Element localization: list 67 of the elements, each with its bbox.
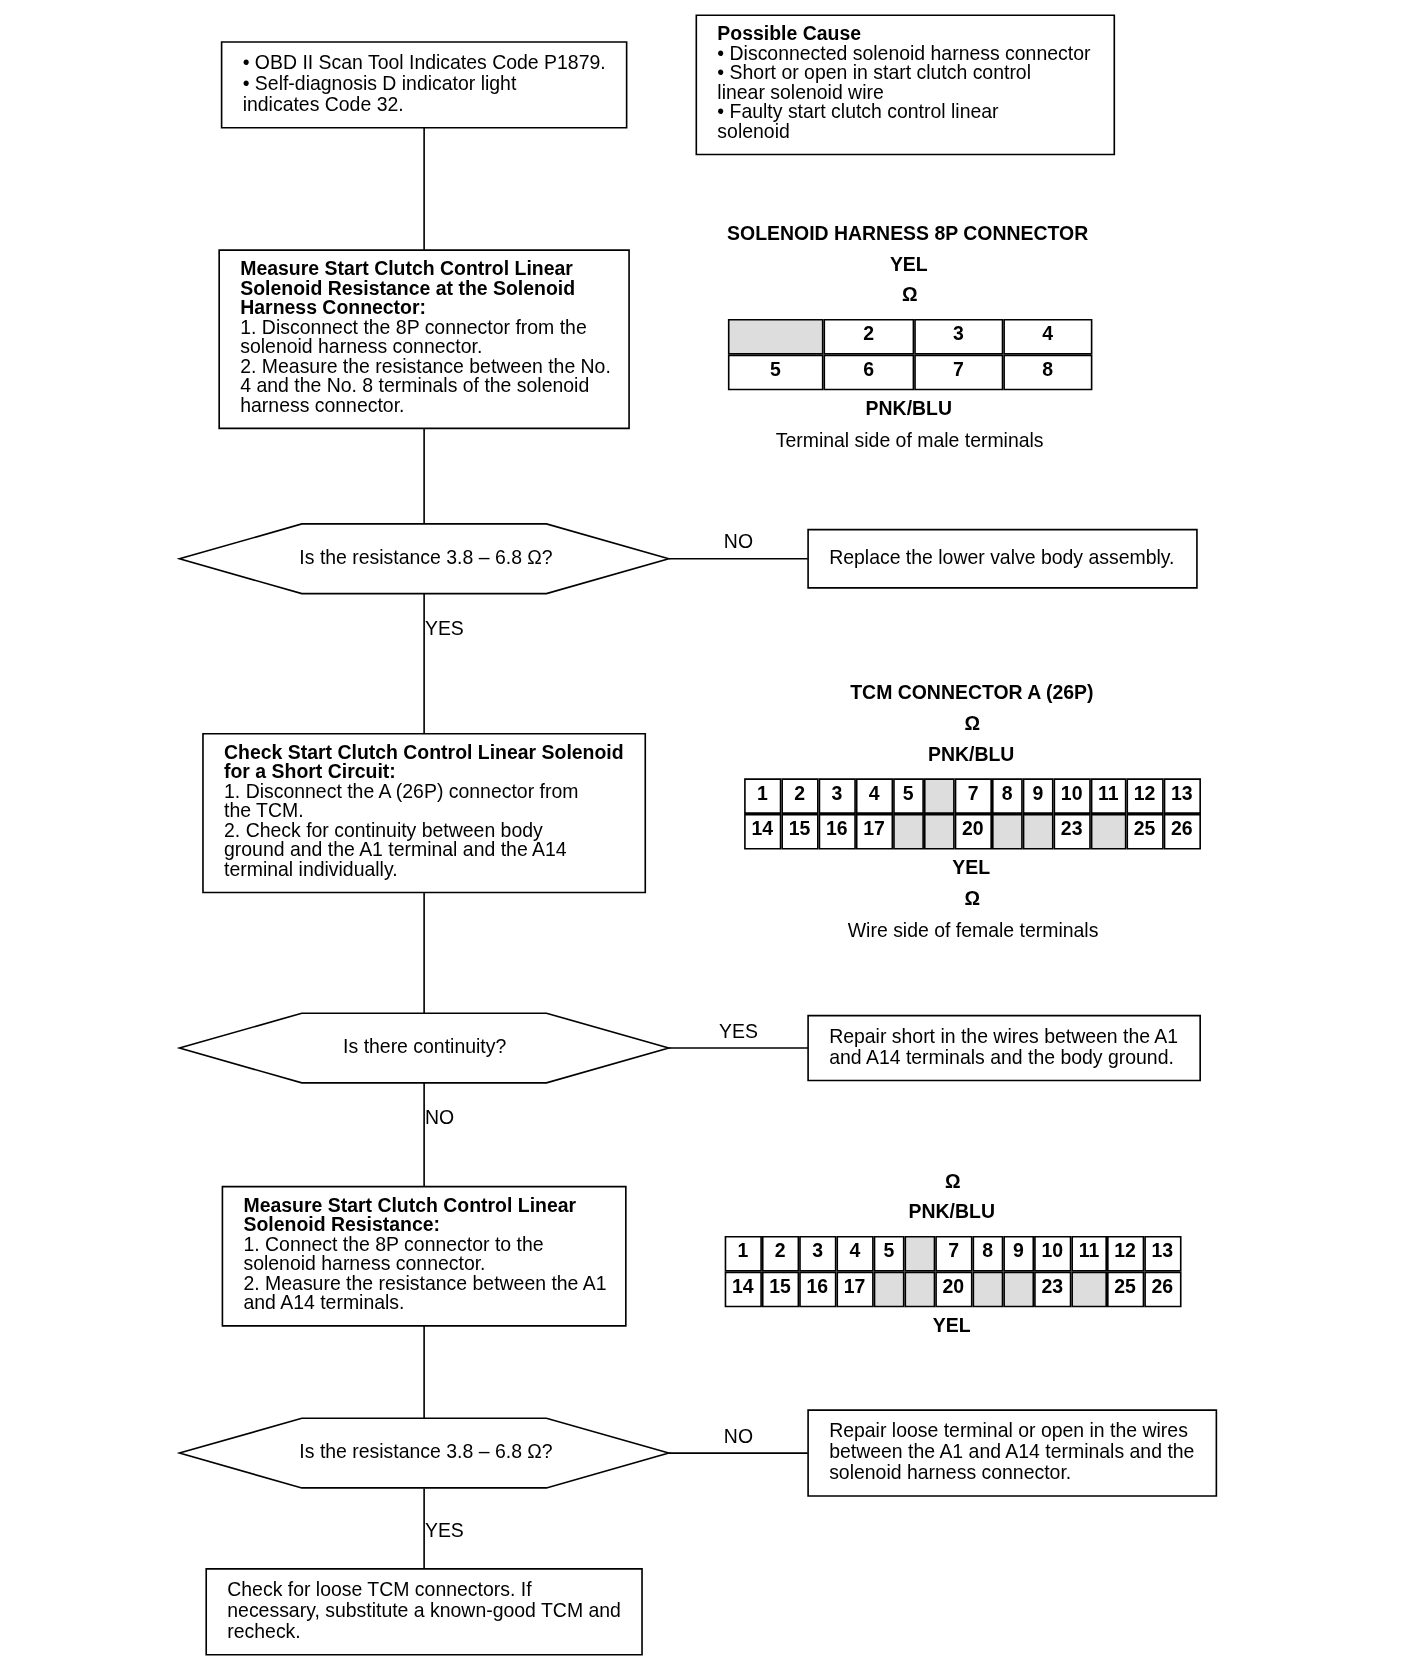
- label: 2: [863, 322, 874, 345]
- label: 25: [1133, 817, 1156, 840]
- label: Ω: [964, 711, 981, 734]
- label: 13: [1151, 1239, 1174, 1262]
- edge-label: YES: [424, 617, 464, 640]
- label: 16: [825, 817, 848, 840]
- label: 14: [731, 1274, 754, 1297]
- label: 10: [1060, 781, 1083, 804]
- label: Terminal side of male terminals: [775, 429, 1044, 452]
- label: SOLENOID HARNESS 8P CONNECTOR: [727, 221, 1089, 244]
- label: 9: [1013, 1239, 1024, 1262]
- label: 8: [982, 1239, 994, 1262]
- label: 8: [1042, 357, 1054, 380]
- label: 15: [769, 1274, 791, 1297]
- label: 11: [1098, 781, 1119, 804]
- label: 23: [1041, 1274, 1064, 1297]
- label: YEL: [889, 252, 928, 275]
- label: Ω: [964, 886, 981, 909]
- label: 5: [883, 1239, 895, 1262]
- label: 26: [1151, 1274, 1174, 1297]
- edge-label: NO: [424, 1106, 455, 1129]
- label: 7: [967, 781, 979, 804]
- label: 25: [1114, 1274, 1136, 1297]
- label: 7: [953, 357, 964, 380]
- label: 20: [962, 817, 984, 840]
- label: 8: [1001, 781, 1013, 804]
- edge-label: YES: [424, 1519, 464, 1542]
- label: 14: [751, 817, 774, 840]
- label: 6: [863, 357, 874, 380]
- edge-label: NO: [723, 530, 754, 553]
- label: 1: [757, 781, 768, 804]
- label: 2: [794, 781, 806, 804]
- label: 10: [1041, 1239, 1064, 1262]
- edge-label: YES: [718, 1019, 758, 1042]
- edge-label: NO: [723, 1424, 754, 1447]
- label: 26: [1171, 817, 1193, 840]
- label: 9: [1032, 781, 1044, 804]
- label: 20: [942, 1274, 965, 1297]
- label: Ω: [945, 1169, 961, 1192]
- label: 2: [774, 1239, 786, 1262]
- label: 3: [831, 781, 843, 804]
- label: Ω: [902, 283, 918, 306]
- label: 4: [1042, 322, 1054, 345]
- label: 3: [953, 322, 964, 345]
- label: 17: [843, 1274, 866, 1297]
- label: Wire side of female terminals: [847, 919, 1099, 942]
- label: 17: [863, 817, 885, 840]
- label: 3: [812, 1239, 823, 1262]
- label: 4: [849, 1239, 861, 1262]
- label: TCM CONNECTOR A (26P): [850, 681, 1094, 704]
- label: 16: [806, 1274, 829, 1297]
- label: 12: [1133, 781, 1156, 804]
- label: PNK/BLU: [927, 742, 1015, 765]
- label: PNK/BLU: [865, 396, 952, 419]
- label: 7: [948, 1239, 960, 1262]
- label: YEL: [932, 1313, 971, 1336]
- label: 5: [902, 781, 914, 804]
- label: 12: [1114, 1239, 1136, 1262]
- label: PNK/BLU: [908, 1200, 995, 1223]
- label: 23: [1060, 817, 1083, 840]
- label: 13: [1171, 781, 1193, 804]
- label: YEL: [952, 856, 991, 879]
- label: 11: [1078, 1239, 1100, 1262]
- label: 4: [868, 781, 880, 804]
- label: 1: [737, 1239, 749, 1262]
- label: 15: [788, 817, 811, 840]
- label: 5: [770, 357, 781, 380]
